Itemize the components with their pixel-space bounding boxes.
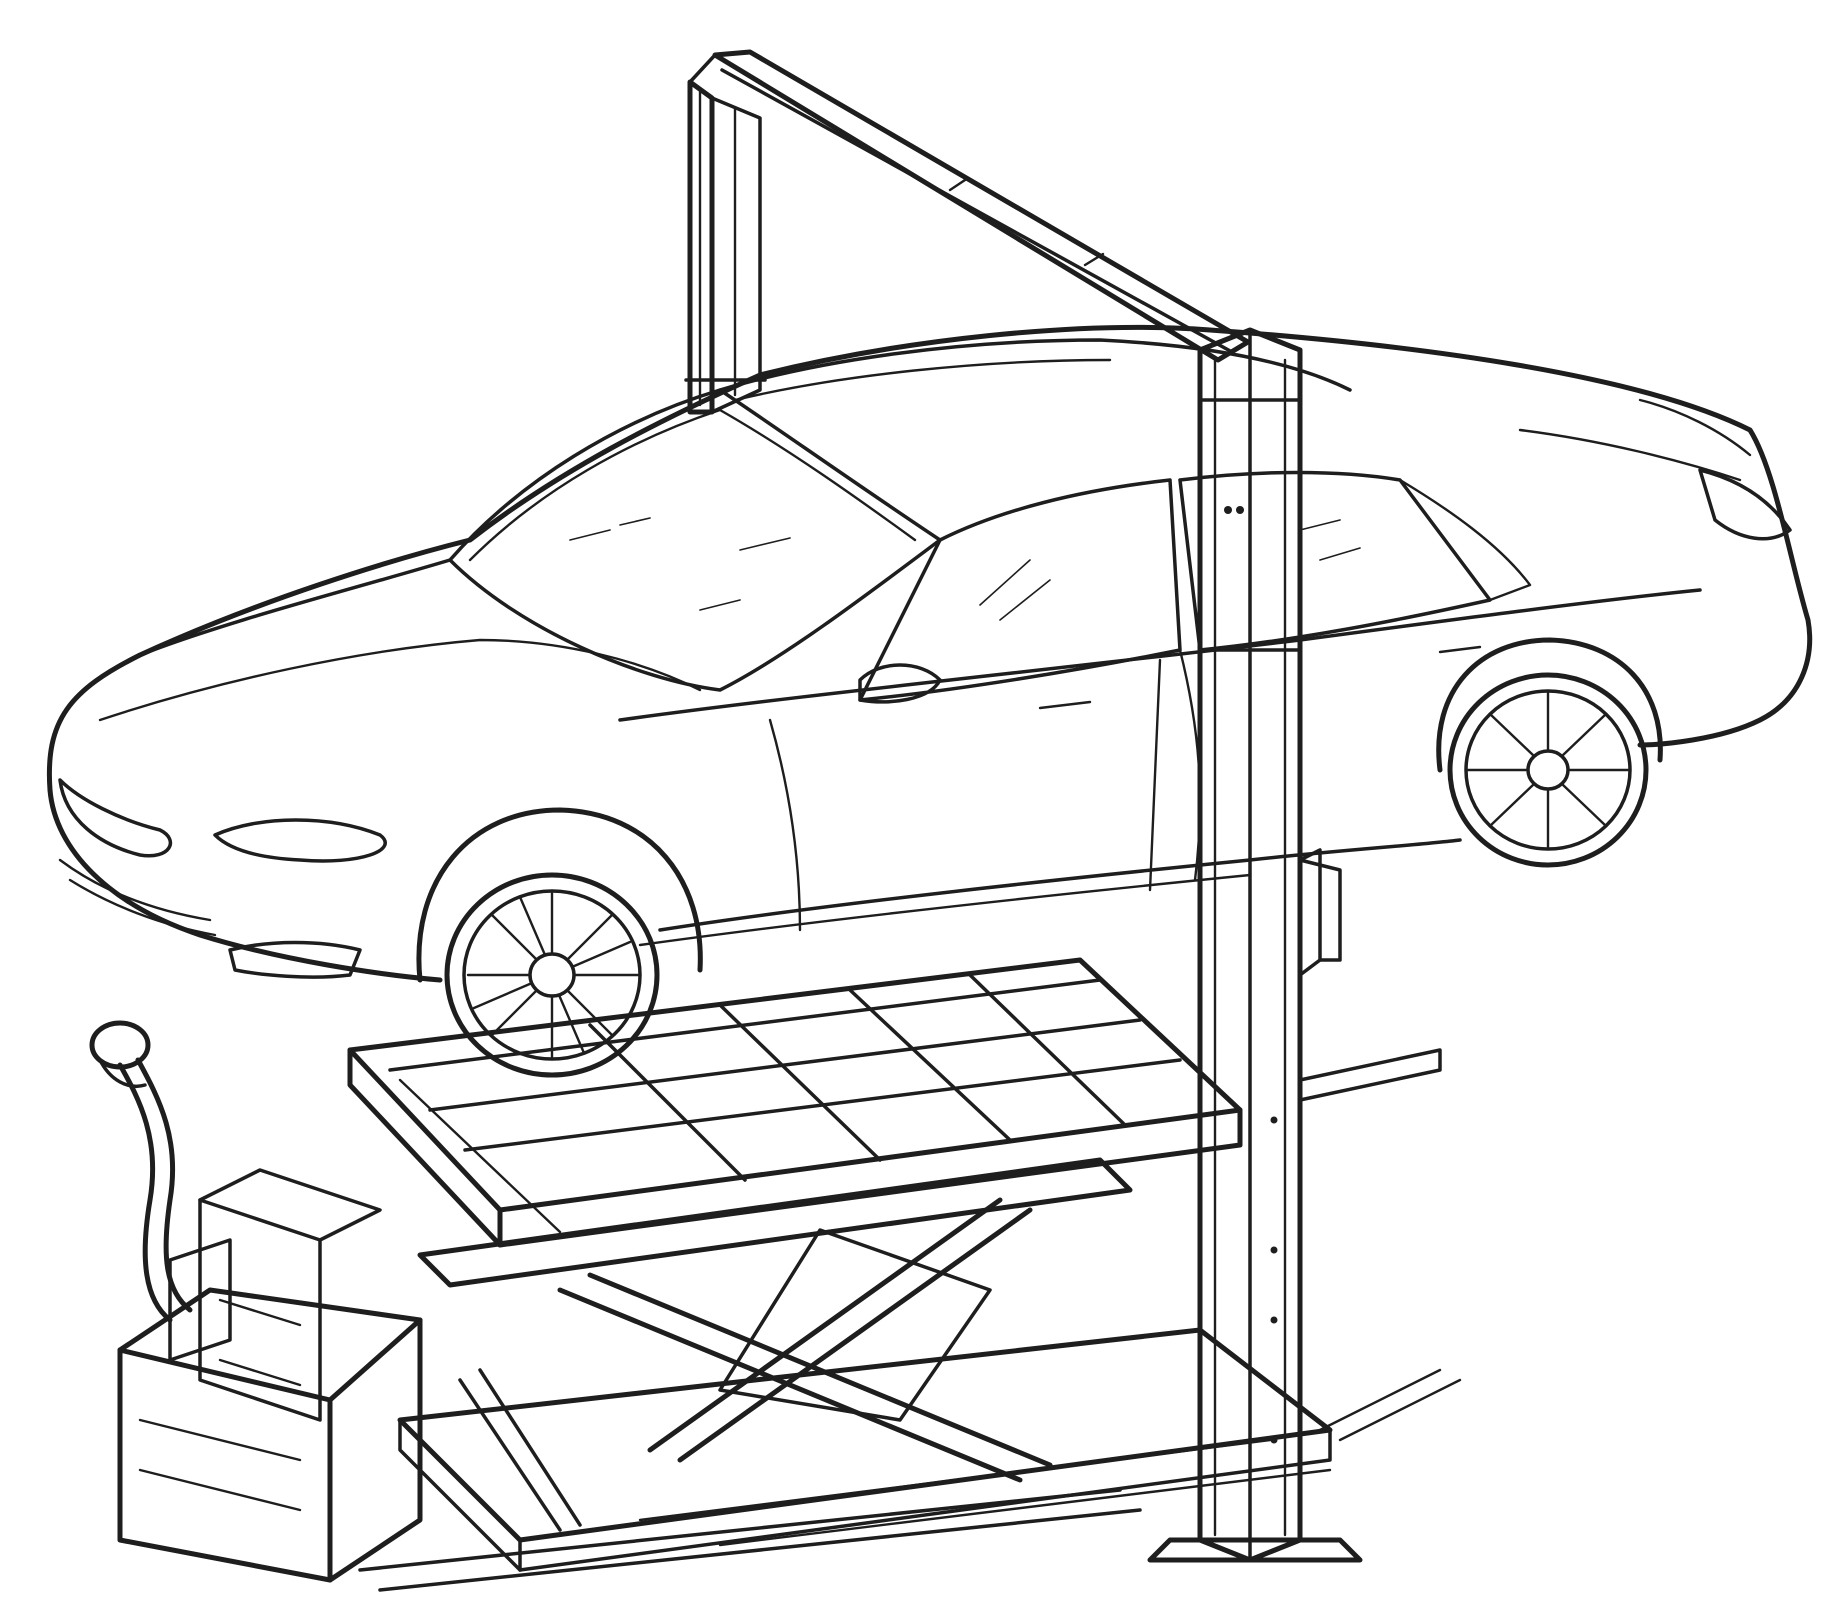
rear-lift-column (684, 79, 767, 415)
overhead-beam (688, 49, 1251, 363)
control-handle (89, 1020, 193, 1323)
rear-wheel (1436, 637, 1663, 868)
floor-rails (358, 1048, 1462, 1592)
scissor-lift (397, 1157, 1333, 1572)
battery-tray-grid (347, 957, 1243, 1248)
control-cabinet (117, 1168, 423, 1583)
electric-car (46, 324, 1813, 983)
front-lift-column (1147, 327, 1363, 1563)
